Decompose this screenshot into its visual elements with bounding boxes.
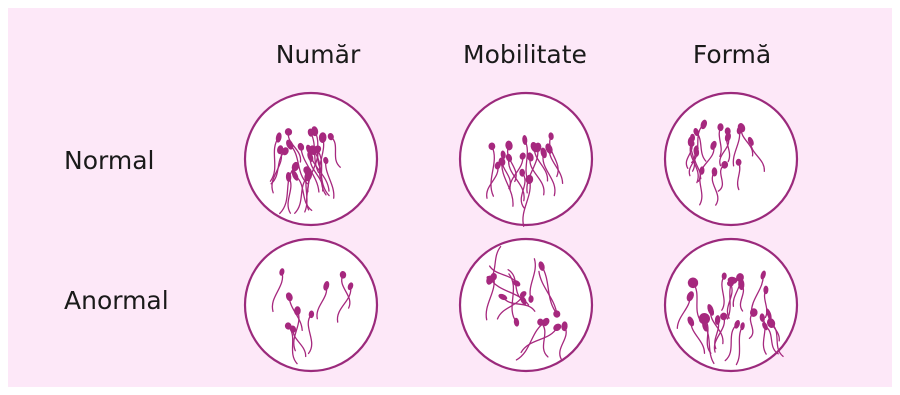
column-header-mobilitate: Mobilitate [425, 40, 625, 69]
dish-circle [245, 239, 377, 371]
row-label-anormal: Anormal [64, 286, 224, 315]
dish-anormal-forma [662, 236, 800, 374]
dish-circle [665, 93, 797, 225]
dish-anormal-mobilitate [457, 236, 595, 374]
column-header-numar: Număr [218, 40, 418, 69]
dish-normal-forma [662, 90, 800, 228]
column-header-forma: Formă [632, 40, 832, 69]
row-label-normal: Normal [64, 146, 224, 175]
dish-anormal-numar [242, 236, 380, 374]
dish-normal-numar [242, 90, 380, 228]
dish-normal-mobilitate [457, 90, 595, 228]
